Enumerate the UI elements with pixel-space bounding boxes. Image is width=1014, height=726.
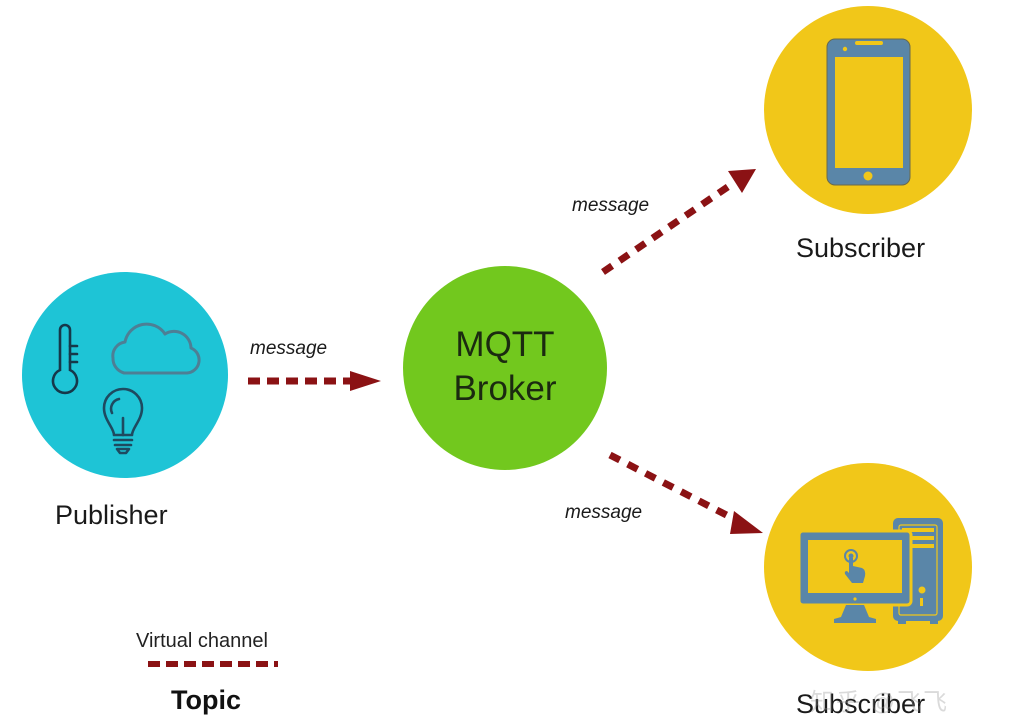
watermark: 知乎 @飞飞 — [810, 689, 950, 716]
publisher-circle — [22, 272, 228, 478]
arrowhead-icon — [350, 371, 381, 391]
subscriber-phone-label: Subscriber — [796, 233, 926, 263]
subscriber-desktop-label: Subscriber — [796, 689, 926, 719]
legend-topic: Topic — [171, 685, 241, 715]
publisher-label: Publisher — [55, 500, 168, 530]
touch-hand-icon — [844, 549, 866, 583]
edge-label-broker-desktop: message — [565, 502, 643, 523]
edge-label-broker-phone: message — [572, 195, 650, 216]
thermometer-icon — [51, 323, 79, 395]
arrowhead-icon — [728, 169, 756, 193]
broker-label-line2: Broker — [453, 369, 557, 408]
broker-circle — [403, 266, 607, 470]
edge-broker-to-subscriber-phone — [601, 169, 756, 275]
subscriber-phone-node — [764, 6, 972, 214]
subscriber-desktop-node — [764, 463, 972, 671]
edge-label-publisher-broker: message — [250, 338, 328, 359]
edge-broker-to-subscriber-desktop — [608, 451, 763, 534]
desktop-computer-icon — [797, 518, 943, 624]
broker-label: MQTT Broker — [403, 323, 607, 411]
smartphone-icon — [826, 38, 911, 186]
lightbulb-icon — [102, 387, 144, 455]
cloud-icon — [111, 322, 201, 375]
publisher-node — [22, 272, 228, 478]
edge-publisher-to-broker — [248, 371, 381, 391]
legend-caption: Virtual channel — [136, 630, 268, 652]
arrowhead-icon — [730, 511, 763, 534]
broker-label-line1: MQTT — [455, 325, 555, 364]
